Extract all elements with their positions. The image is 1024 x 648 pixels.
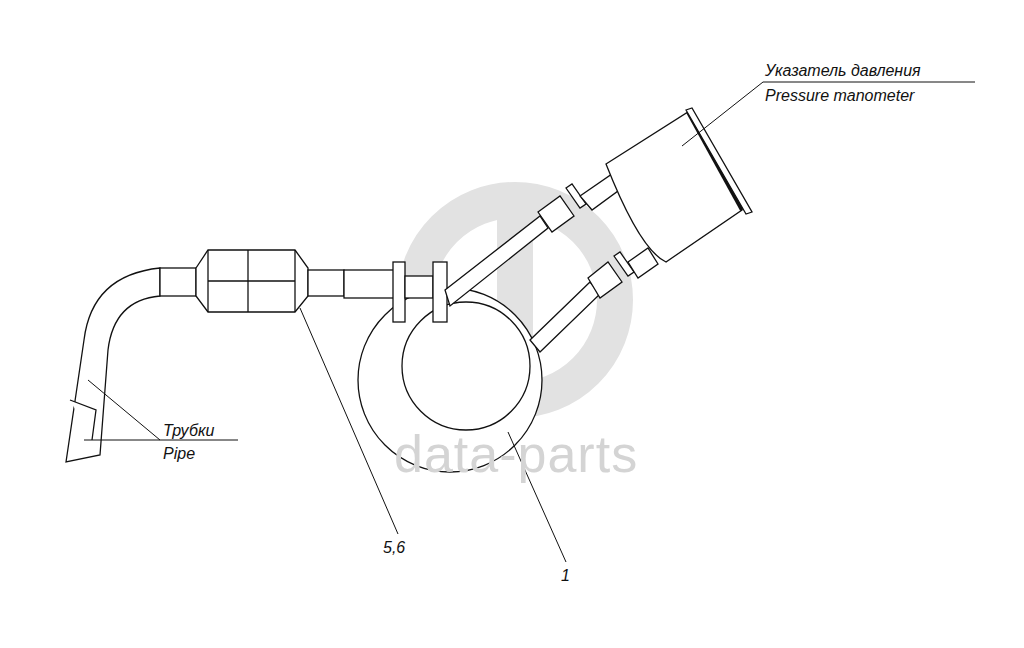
watermark: data-parts	[394, 428, 638, 480]
part-label: Трубки	[163, 423, 214, 439]
manometer	[606, 108, 752, 262]
callout-number: 1	[561, 568, 570, 584]
callout-number: 5,6	[383, 540, 405, 556]
part-label: Указатель давления	[765, 63, 921, 79]
part-label: Pipe	[163, 446, 195, 462]
part-label: Pressure manometer	[765, 88, 914, 104]
leader-lines	[84, 82, 975, 562]
exhaust-pipe	[66, 250, 396, 462]
